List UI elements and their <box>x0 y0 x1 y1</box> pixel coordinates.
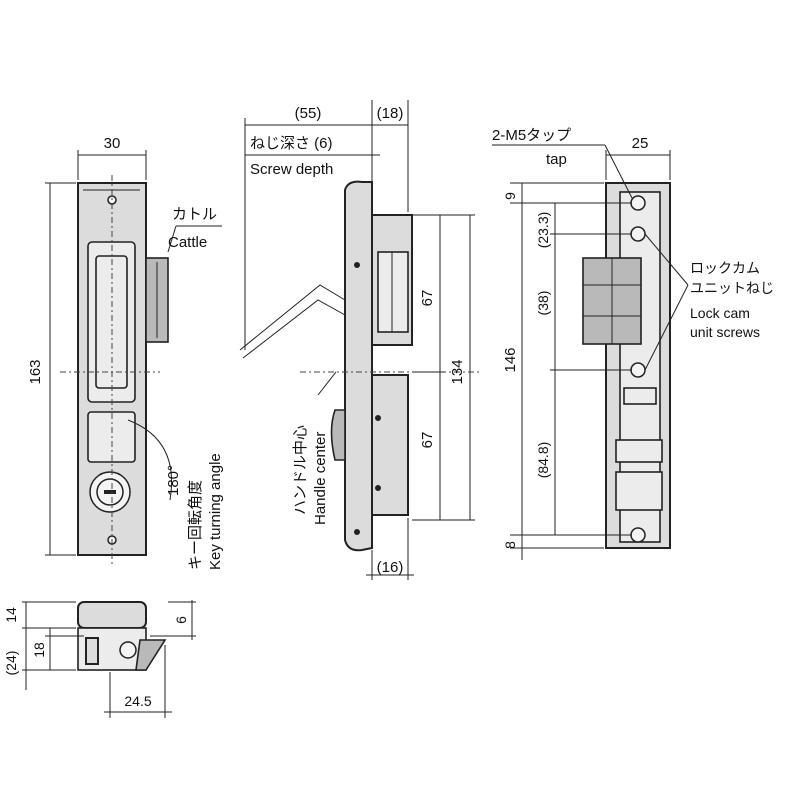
bottom-handle <box>77 601 147 629</box>
label-cattle-en: Cattle <box>168 234 207 251</box>
dim-bottom-14: 14 <box>3 607 19 623</box>
dim-rear-bottom: 8 <box>502 541 518 549</box>
label-screw-depth-jp: ねじ深さ (6) <box>250 135 333 152</box>
label-key-angle-en: Key turning angle <box>207 453 224 570</box>
bottom-cam <box>135 639 167 671</box>
bottom-cam-hole <box>119 641 137 659</box>
dim-front-width: 30 <box>104 135 121 152</box>
front-view <box>60 175 173 565</box>
label-cattle-jp: カトル <box>172 206 217 223</box>
dim-front-height: 163 <box>27 359 44 384</box>
dim-bottom-offset: (16) <box>377 559 404 576</box>
label-handle-center-jp: ハンドル中心 <box>292 425 309 515</box>
handle-swing-line <box>239 284 346 351</box>
dim-rear-total: 146 <box>502 347 519 372</box>
dim-total-height: 134 <box>449 359 466 384</box>
dim-bottom-245: 24.5 <box>124 693 151 709</box>
label-handle-center-en: Handle center <box>312 432 329 525</box>
side-dimensions: (55) (18) ねじ深さ (6) Screw depth 67 67 134… <box>244 100 475 580</box>
side-view <box>239 180 480 552</box>
label-lockcam-jp-2: ユニットねじ <box>690 280 774 296</box>
front-dimensions: 30 163 カトル Cattle 180° キー回転角度 Key turnin… <box>27 135 224 570</box>
rear-dimensions: 25 2-M5タップ tap 9 146 8 (23.3) (38) (84.8… <box>492 127 774 560</box>
label-tap-jp: 2-M5タップ <box>492 127 571 144</box>
side-handle <box>344 180 373 552</box>
dim-side-top: (18) <box>377 105 404 122</box>
dim-rear-top: 9 <box>502 192 518 200</box>
dim-rear-848: (84.8) <box>535 442 551 479</box>
dim-lower-height: 67 <box>419 432 436 449</box>
dim-side-depth: (55) <box>295 105 322 122</box>
dim-rear-233: (23.3) <box>535 212 551 249</box>
lockcam-screw-1 <box>630 226 646 242</box>
label-tap-en: tap <box>546 151 567 168</box>
rear-view <box>582 182 671 549</box>
bottom-dimensions: 14 18 (24) 6 24.5 <box>3 600 196 718</box>
dim-key-angle: 180° <box>165 465 182 496</box>
label-key-angle-jp: キー回転角度 <box>187 480 204 570</box>
key-angle-arc <box>127 419 173 501</box>
lockcam-screw-2 <box>630 362 646 378</box>
label-lockcam-en-2: unit screws <box>690 324 760 340</box>
label-screw-depth-en: Screw depth <box>250 161 333 178</box>
dim-rear-width: 25 <box>632 135 649 152</box>
label-lockcam-en-1: Lock cam <box>690 305 750 321</box>
dim-rear-38: (38) <box>535 291 551 316</box>
bottom-view <box>77 601 167 671</box>
dim-bottom-18: 18 <box>31 642 47 658</box>
tap-hole-bottom <box>630 527 646 543</box>
side-lower-block <box>371 374 409 516</box>
dim-bottom-24: (24) <box>3 651 19 676</box>
label-lockcam-jp-1: ロックカム <box>690 260 760 276</box>
dim-upper-height: 67 <box>419 290 436 307</box>
dim-bottom-6: 6 <box>173 616 189 624</box>
tap-hole-top <box>630 195 646 211</box>
